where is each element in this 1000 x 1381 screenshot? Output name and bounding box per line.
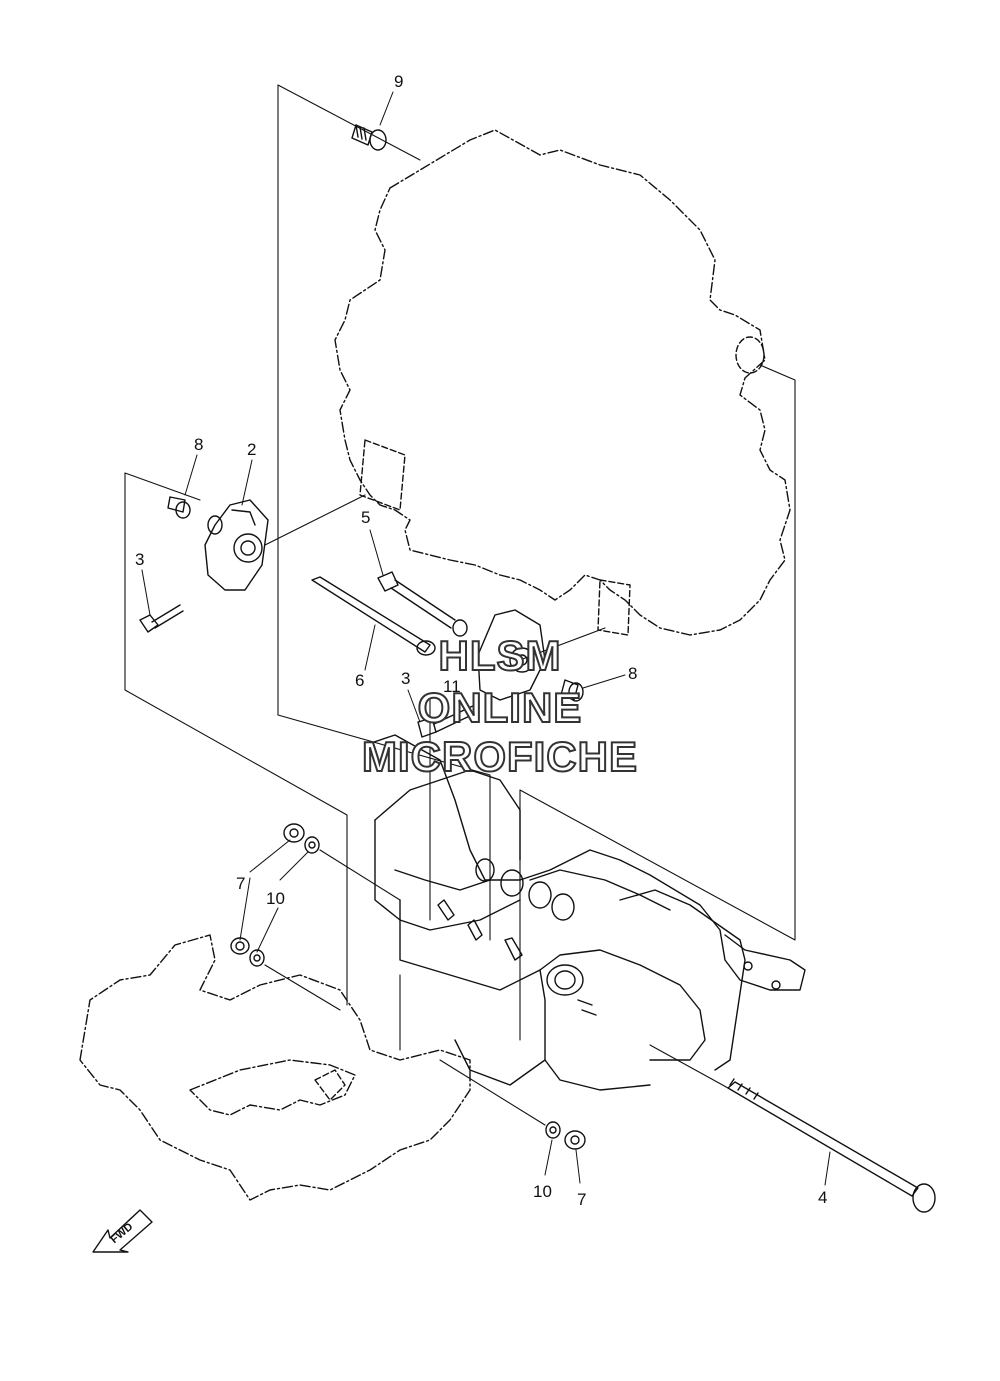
callout-9: 9 bbox=[394, 72, 403, 91]
stud-8-right bbox=[560, 679, 584, 702]
bolt-4-long bbox=[727, 1078, 936, 1213]
callout-10-left: 10 bbox=[266, 889, 285, 908]
hull-cutout-dashed bbox=[314, 1069, 346, 1101]
callout-7-bottom: 7 bbox=[577, 1190, 586, 1209]
bolt-3-right bbox=[417, 704, 479, 738]
callout-4: 4 bbox=[818, 1188, 827, 1207]
callout-10-bottom: 10 bbox=[533, 1182, 552, 1201]
callout-8-left: 8 bbox=[194, 435, 203, 454]
callout-7-left: 7 bbox=[236, 874, 245, 893]
stud-8-left bbox=[167, 496, 191, 519]
hull-outline-dashed bbox=[79, 934, 471, 1201]
bolt-4-axis bbox=[649, 1044, 729, 1089]
engine-port bbox=[735, 336, 765, 374]
callout-8-right: 8 bbox=[628, 664, 637, 683]
callout-11: 11 bbox=[443, 677, 461, 696]
bolt-6 bbox=[311, 576, 468, 656]
bolt-5 bbox=[377, 571, 456, 629]
callout-6: 6 bbox=[355, 671, 364, 690]
phantom-leader-diagonal-2 bbox=[519, 627, 606, 661]
callout-5: 5 bbox=[361, 508, 370, 527]
left-fastener-axis bbox=[264, 849, 401, 1011]
frame-bracket bbox=[364, 734, 806, 1091]
phantom-box-upper bbox=[277, 84, 491, 776]
washer-10-upper bbox=[304, 836, 320, 854]
nut-7-bottom bbox=[564, 1130, 586, 1150]
leader-lines bbox=[141, 91, 831, 1186]
watermark-line-2: ONLINE bbox=[417, 683, 583, 732]
callout-3-left: 3 bbox=[135, 550, 144, 569]
phantom-leader-diagonal-1 bbox=[264, 494, 366, 546]
callout-labels: 9 8 2 3 5 6 3 11 8 7 10 10 7 4 bbox=[135, 72, 827, 1209]
hull-inner-dashed bbox=[189, 1059, 356, 1116]
fwd-arrow-icon bbox=[92, 1209, 153, 1253]
phantom-leader-vertical bbox=[399, 699, 491, 1051]
nut-7-upper bbox=[283, 823, 305, 843]
watermark-line-1: HLSM bbox=[438, 631, 562, 680]
engine-mount-right bbox=[477, 609, 546, 701]
engine-lug-left bbox=[359, 439, 406, 511]
engine-mount-left bbox=[204, 499, 269, 591]
callout-3-right: 3 bbox=[401, 669, 410, 688]
callout-2: 2 bbox=[247, 440, 256, 459]
bottom-fastener-axis bbox=[439, 1059, 546, 1126]
washer-10-lower bbox=[249, 949, 265, 967]
engine-lug-right bbox=[597, 579, 631, 636]
phantom-box-left bbox=[124, 472, 348, 1006]
washer-10-bottom bbox=[545, 1121, 561, 1139]
watermark-line-3: MICROFICHE bbox=[361, 732, 638, 781]
bolt-3-left bbox=[139, 604, 184, 633]
bolt-9 bbox=[351, 124, 387, 151]
engine-outline bbox=[334, 129, 791, 636]
